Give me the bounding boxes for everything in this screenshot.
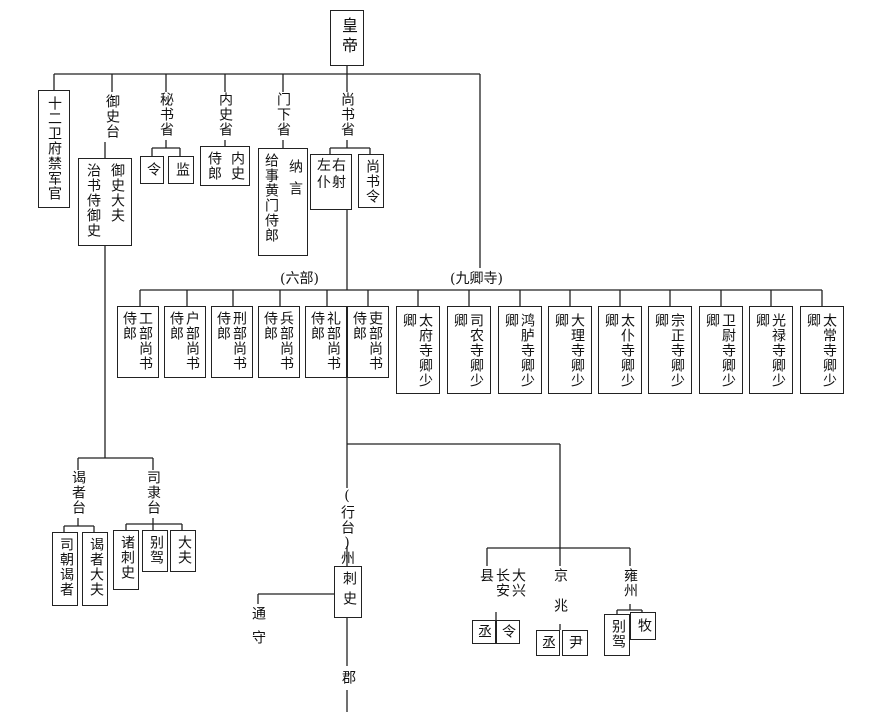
library-director-label: 令 — [145, 162, 161, 177]
surveillance-chief-box: 大夫 — [170, 530, 196, 572]
yongzhou-governor-label: 牧 — [636, 618, 652, 633]
inner-secretariat-label: 内史省 — [217, 92, 233, 137]
inspectors-label: 诸刺史 — [119, 535, 135, 580]
branch-label: (行台) — [339, 488, 355, 552]
ministry-justice-box: 刑部尚书侍郎 — [211, 306, 253, 378]
court-ceremonies-label: 太常寺卿少卿 — [805, 313, 837, 388]
commandery-label: 郡 — [340, 670, 356, 685]
surveillance-aide-box: 别驾 — [142, 530, 168, 572]
emperor-box: 皇帝 — [330, 10, 364, 66]
ministry-personnel-box: 吏部尚书侍郎 — [347, 306, 389, 378]
twelve-guards-label: 十二卫府禁军官 — [46, 96, 62, 201]
court-treasury-label: 太府寺卿少卿 — [401, 313, 433, 388]
surveillance-chief-label: 大夫 — [176, 535, 192, 565]
capital-governor-label: 尹 — [567, 635, 583, 650]
department-of-state-label: 尚书省 — [339, 92, 355, 137]
prefect-box: 刺史 — [334, 566, 362, 618]
ministry-war-box: 兵部尚书侍郎 — [258, 306, 300, 378]
vice-directors-label: 左右仆射 — [317, 158, 347, 191]
library-director-box: 令 — [140, 156, 164, 184]
chancellery-label: 门下省 — [275, 92, 291, 137]
ministry-rites-label: 礼部尚书侍郎 — [309, 311, 341, 371]
inner-secretariat-sub-box: 侍郎 内史 — [200, 146, 250, 186]
capital-governor-box: 尹 — [562, 630, 588, 656]
ministry-justice-label: 刑部尚书侍郎 — [215, 311, 247, 371]
ministry-revenue-label: 户部尚书侍郎 — [168, 311, 200, 371]
court-agriculture-label: 司农寺卿少卿 — [452, 313, 484, 388]
emperor-title: 皇帝 — [339, 17, 358, 57]
county-assistant-box: 丞 — [472, 620, 496, 644]
herald-chief-label: 谒者大夫 — [88, 537, 104, 597]
yongzhou-aide-label: 别驾 — [610, 619, 626, 649]
county-magistrate-label: 令 — [500, 624, 516, 639]
twelve-guards-box: 十二卫府禁军官 — [38, 90, 70, 208]
court-stables-label: 太仆寺卿少卿 — [603, 313, 635, 388]
yongzhou-aide-box: 别驾 — [604, 614, 630, 656]
court-diplomacy-box: 鸿胪寺卿少卿 — [498, 306, 542, 394]
director-box: 尚书令 — [358, 154, 384, 208]
prefecture-label: 州 — [341, 551, 355, 567]
court-stables-box: 太仆寺卿少卿 — [598, 306, 642, 394]
prefect-label: 刺史 — [341, 571, 357, 611]
commandery-governor-label: 通守 — [250, 606, 266, 654]
court-judicial-label: 大理寺卿少卿 — [553, 313, 585, 388]
inner-chief-label: 内史 — [229, 151, 245, 181]
court-imperial-clan-label: 宗正寺卿少卿 — [653, 313, 685, 388]
ministry-works-box: 工部尚书侍郎 — [117, 306, 159, 378]
herald-officer-label: 司朝谒者 — [58, 537, 74, 597]
court-ceremonies-box: 太常寺卿少卿 — [800, 306, 844, 394]
nine-courts-label: (九卿寺) — [450, 271, 503, 287]
ministry-revenue-box: 户部尚书侍郎 — [164, 306, 206, 378]
court-guards-box: 卫尉寺卿少卿 — [699, 306, 743, 394]
chancellery-chief-label: 纳言 — [287, 159, 303, 203]
ministry-war-label: 兵部尚书侍郎 — [262, 311, 294, 371]
censorate-label: 御史台 — [104, 94, 120, 139]
court-banquets-box: 光禄寺卿少卿 — [749, 306, 793, 394]
director-label: 尚书令 — [364, 159, 380, 204]
county-magistrate-box: 令 — [496, 620, 520, 644]
herald-chief-box: 谒者大夫 — [82, 532, 108, 606]
capital-label: 京兆 — [552, 568, 568, 628]
chancellery-sub-box: 给事黄门侍郎 纳言 — [258, 148, 308, 256]
herald-officer-box: 司朝谒者 — [52, 532, 78, 606]
ministry-personnel-label: 吏部尚书侍郎 — [351, 311, 383, 371]
counties-label: 大兴长安县 — [478, 568, 526, 598]
court-diplomacy-label: 鸿胪寺卿少卿 — [503, 313, 535, 388]
capital-assistant-label: 丞 — [540, 635, 556, 650]
library-supervisor-box: 监 — [168, 156, 194, 184]
censorate-chief-label: 御史大夫 — [109, 163, 125, 223]
inspectors-box: 诸刺史 — [113, 530, 139, 590]
county-assistant-label: 丞 — [476, 624, 492, 639]
capital-assistant-box: 丞 — [536, 630, 560, 656]
vice-directors-box: 左右仆射 — [310, 154, 352, 210]
censorate-sub-box: 治书侍御史 御史大夫 — [78, 158, 132, 246]
library-supervisor-label: 监 — [174, 162, 190, 177]
yongzhou-label: 雍州 — [622, 568, 638, 598]
court-banquets-label: 光禄寺卿少卿 — [754, 313, 786, 388]
court-treasury-box: 太府寺卿少卿 — [396, 306, 440, 394]
court-agriculture-box: 司农寺卿少卿 — [447, 306, 491, 394]
ministry-rites-box: 礼部尚书侍郎 — [305, 306, 347, 378]
palace-library-label: 秘书省 — [158, 92, 174, 137]
ministry-works-label: 工部尚书侍郎 — [121, 311, 153, 371]
surveillance-office-label: 司隶台 — [145, 470, 161, 515]
court-judicial-box: 大理寺卿少卿 — [548, 306, 592, 394]
six-ministries-label: (六部) — [280, 271, 319, 287]
censorate-vice-label: 治书侍御史 — [85, 163, 101, 238]
court-imperial-clan-box: 宗正寺卿少卿 — [648, 306, 692, 394]
chancellery-vice-label: 给事黄门侍郎 — [263, 153, 279, 243]
yongzhou-governor-box: 牧 — [630, 612, 656, 640]
inner-vice-label: 侍郎 — [206, 151, 222, 181]
surveillance-aide-label: 别驾 — [148, 535, 164, 565]
herald-office-label: 谒者台 — [70, 470, 86, 515]
court-guards-label: 卫尉寺卿少卿 — [704, 313, 736, 388]
